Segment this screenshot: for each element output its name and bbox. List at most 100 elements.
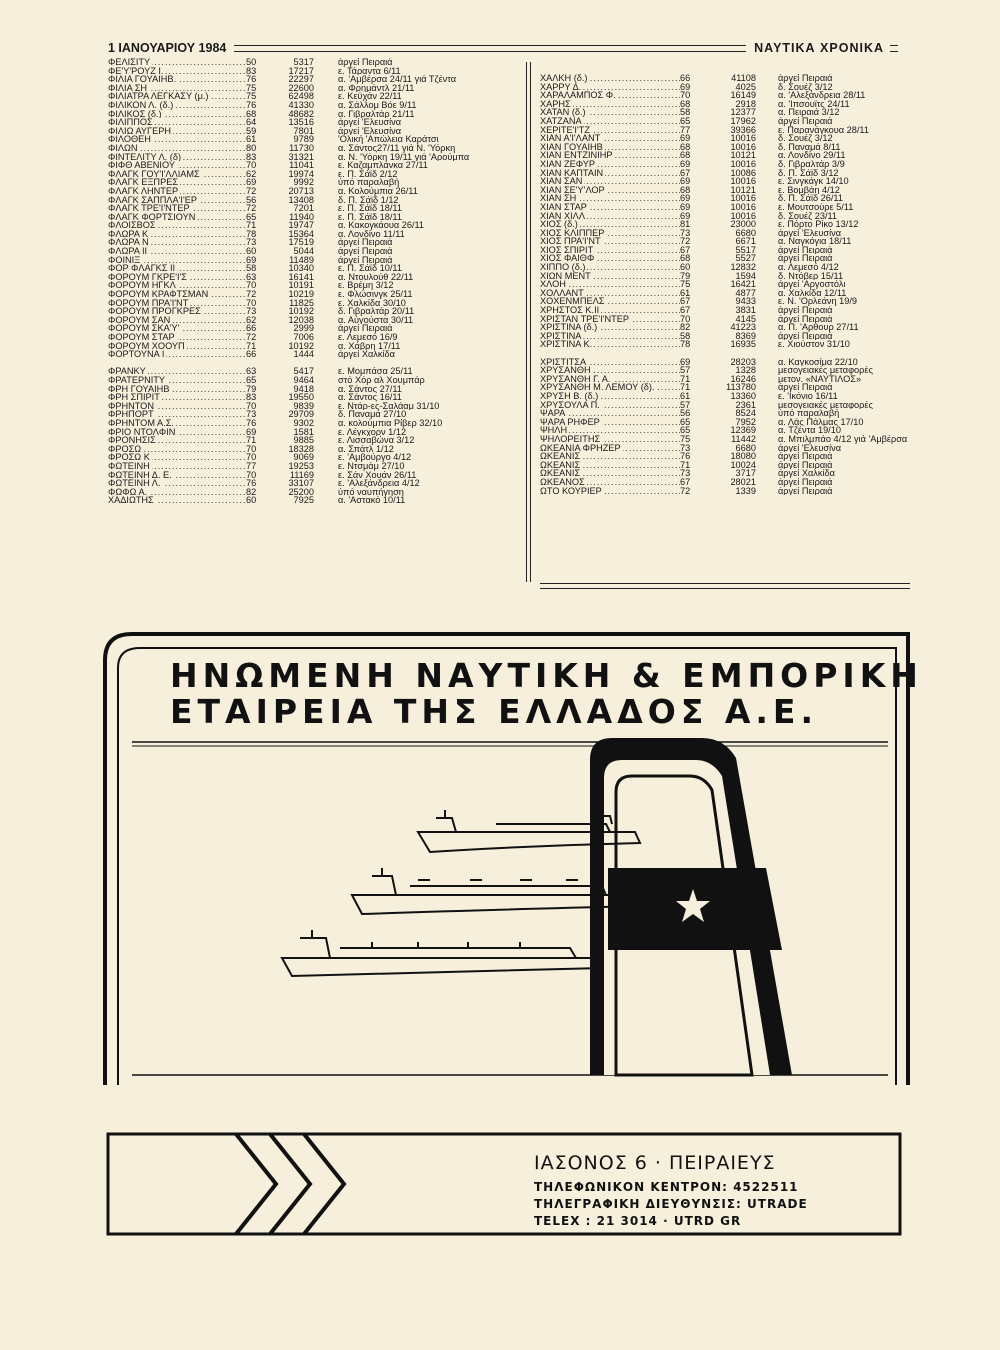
ship-year: 65 [246,212,257,222]
ship-grt: 41108 [731,74,756,83]
ship-status: ε. Π. Σάϊδ 10/11 [338,264,402,273]
ship-row: ΦΛΑΓΚ ΛΗΝΤΕΡ7220713α. Κολούμπια 26/11 [108,186,518,196]
ad-frame-inner [117,647,897,1085]
ship-row: ΦΡΟΣΩ7018328α. Σπάτλ 1/12 [108,444,518,454]
ship-name: ΦΡΗ ΣΠΙΡΙΤ [108,393,246,402]
ship-grt: 12369 [730,426,756,435]
ship-year: 75 [246,92,257,101]
ship-row: ΨΗΛΗ6512369α. Τζέντα 19/10 [540,426,910,435]
ship-year: 73 [680,443,691,453]
ship-row: ΩΚΕΑΝΙΣ7618080άργεί Πειραιά [540,452,910,461]
ship-grt: 48682 [288,109,314,119]
ship-status: άργεί 'Ελευσίνα [338,126,402,136]
ship-name: ΧΡΙΣΤΙΤΣΑ [540,357,680,367]
ship-grt: 9839 [293,401,314,411]
company-telegraphic-address: ΤΗΛΕΓΡΑΦΙΚΗ ΔΙΕΥΘΥΝΣΙΣ: UTRADE [534,1197,808,1211]
ship-name: ΦΛΑΓΚ ΦΟΡΤΣΙΟΥΝ [108,212,246,222]
ship-name: ΦΡΟΣΩ Κ [108,453,246,462]
ship-name: ΦΛΩΡΑ Ν [108,238,246,248]
ship-name: ΦΟΡΟΥΜ ΠΡΑ'Ι'ΝΤ [108,298,246,308]
ship-row: ΦΟΡΟΥΜ ΠΡΟΓΚΡΕΣ7310192δ. Γιβραλτάρ 20/11 [108,307,518,316]
ship-grt: 2999 [293,324,314,333]
ship-name: ΨΑΡΑ ΡΗΦΕΡ [540,417,680,427]
ship-year: 72 [680,486,691,496]
ship-status: α. Λονδίνο 29/11 [778,151,846,160]
ship-name: ΧΕΡΙΤΕ'Ι'ΤΖ [540,125,680,135]
ship-status: ε. Π. Σάϊδ 18/11 [338,212,402,222]
ship-year: 65 [680,426,691,435]
ship-name: ΧΙΟΣ ΦΑΙΘΦ [540,254,680,264]
ship-name: ΧΡΙΣΤΙΝΑ [540,331,680,341]
ship-name: ΧΙΑΝ ΓΟΥΑΙΗΒ [540,142,680,152]
funnel-graphic [590,738,792,1077]
ship-status: α. Χαλκίδα 12/11 [778,288,847,298]
ship-row: ΦΟΙΝΙΞ6911489άργεί Πειραιά [108,255,518,265]
ship-status: ε. Βομβάη 4/12 [778,185,840,195]
ship-year: 62 [246,315,257,325]
chevron-arrows-icon [234,1132,347,1236]
ship-year: 76 [246,75,257,84]
ship-grt: 19974 [288,169,314,179]
ship-status: δ. Π. Σάϊδ 3/12 [778,168,839,178]
ship-status: α. 'Ιπσουϊτς 24/11 [778,99,850,109]
ship-grt: 10016 [730,202,756,212]
ship-year: 77 [246,461,257,471]
ship-row: ΩΚΕΑΝΟΣ6728021άργεί Πειραιά [540,477,910,487]
ship-year: 61 [246,135,257,144]
funnel-line [614,774,754,1077]
ship-status: α. Ντουλούθ 22/11 [338,272,414,282]
ship-year: 70 [246,470,257,480]
ship-status: α. 'Αστακό 10/11 [338,496,406,505]
ship-row: ΨΑΡΑ ΡΗΦΕΡ657952α. Λάς Πάλμας 17/10 [540,417,910,427]
ship-status: α. Μπιλμπάο 4/12 γιά 'Αμβέρσα [778,434,908,444]
ship-grt: 11940 [289,212,314,222]
ship-year: 75 [246,83,257,93]
ship-status: δ. Γιβραλτάρ 3/9 [778,159,845,169]
ship-year: 71 [246,341,257,351]
ship-grt: 1328 [735,366,756,375]
ship-name: ΦΡΙΟ ΝΤΟΛΦΙΝ [108,427,246,437]
ship-name: ΧΡΗΣΤΟΣ Κ.ΙΙ [540,306,680,315]
ship-name: ΩΚΕΑΝΟΣ [540,477,680,487]
ship-status: α. Σάντος 16/11 [338,393,402,402]
ship-name: ΦΡΟΣΩ [108,444,246,454]
ship-name: ΩΚΕΑΝΙΣ [540,460,680,470]
ship-year: 73 [680,228,691,238]
ship-status: α. 'Αμβέρσα 24/11 γιά Τζέντα [338,75,457,84]
ship-status: ύπό παραλαβή [338,178,400,187]
ship-name: ΦΟΡΟΥΜ ΣΤΑΡ [108,333,246,342]
ship-grt: 18080 [730,452,756,461]
column-end-rule [540,583,910,589]
ship-year: 63 [246,367,257,376]
ship-grt: 6680 [735,228,756,238]
ship-year: 75 [680,280,691,289]
ship-year: 57 [680,400,691,410]
ship-name: ΦΩΤΕΙΝΗ Λ. [108,479,246,488]
ship-row: ΩΤΟ ΚΟΥΡΙΕΡ721339άργεί Πειραιά [540,486,910,496]
ship-row: ΦΙΦΘ ΑΒΕΝΙΟΥ7011041ε. Καζαμπλάνκα 27/11 [108,161,518,170]
ship-status: α. Λονδίνο 11/11 [338,229,405,239]
ship-grt: 5317 [293,58,314,67]
ship-row: ΩΚΕΑΝΙΑ ΦΡΗΖΕΡ736680άργεί 'Ελευσίνα [540,443,910,453]
ship-status: άργεί 'Ελευσίνα [778,443,842,453]
ship-grt: 4877 [735,288,756,298]
ship-grt: 10192 [288,341,314,351]
ship-grt: 9069 [293,453,314,462]
ship-row: ΧΡΙΣΤΙΤΣΑ6928203α. Καγκοσίμα 22/10 [540,357,910,367]
ship-grt: 10016 [730,177,756,186]
ship-name: ΦΟΡΟΥΜ ΗΓΚΛ [108,281,246,291]
header-rule-end [890,44,898,52]
ship-year: 79 [680,271,691,281]
ship-row: ΧΛΟΗ7516421άργεί 'Αργοστόλι [540,280,910,289]
ship-year: 81 [680,220,691,229]
ship-grt: 10016 [730,142,756,152]
ship-status: α. Γιβραλτάρ 21/11 [338,109,415,119]
ship-status: α. Ναγκόγια 18/11 [778,237,852,246]
ship-row: ΦΡΗΝΤΟΝ709839ε. Ντάρ-ες-Σαλάαμ 31/10 [108,401,518,411]
